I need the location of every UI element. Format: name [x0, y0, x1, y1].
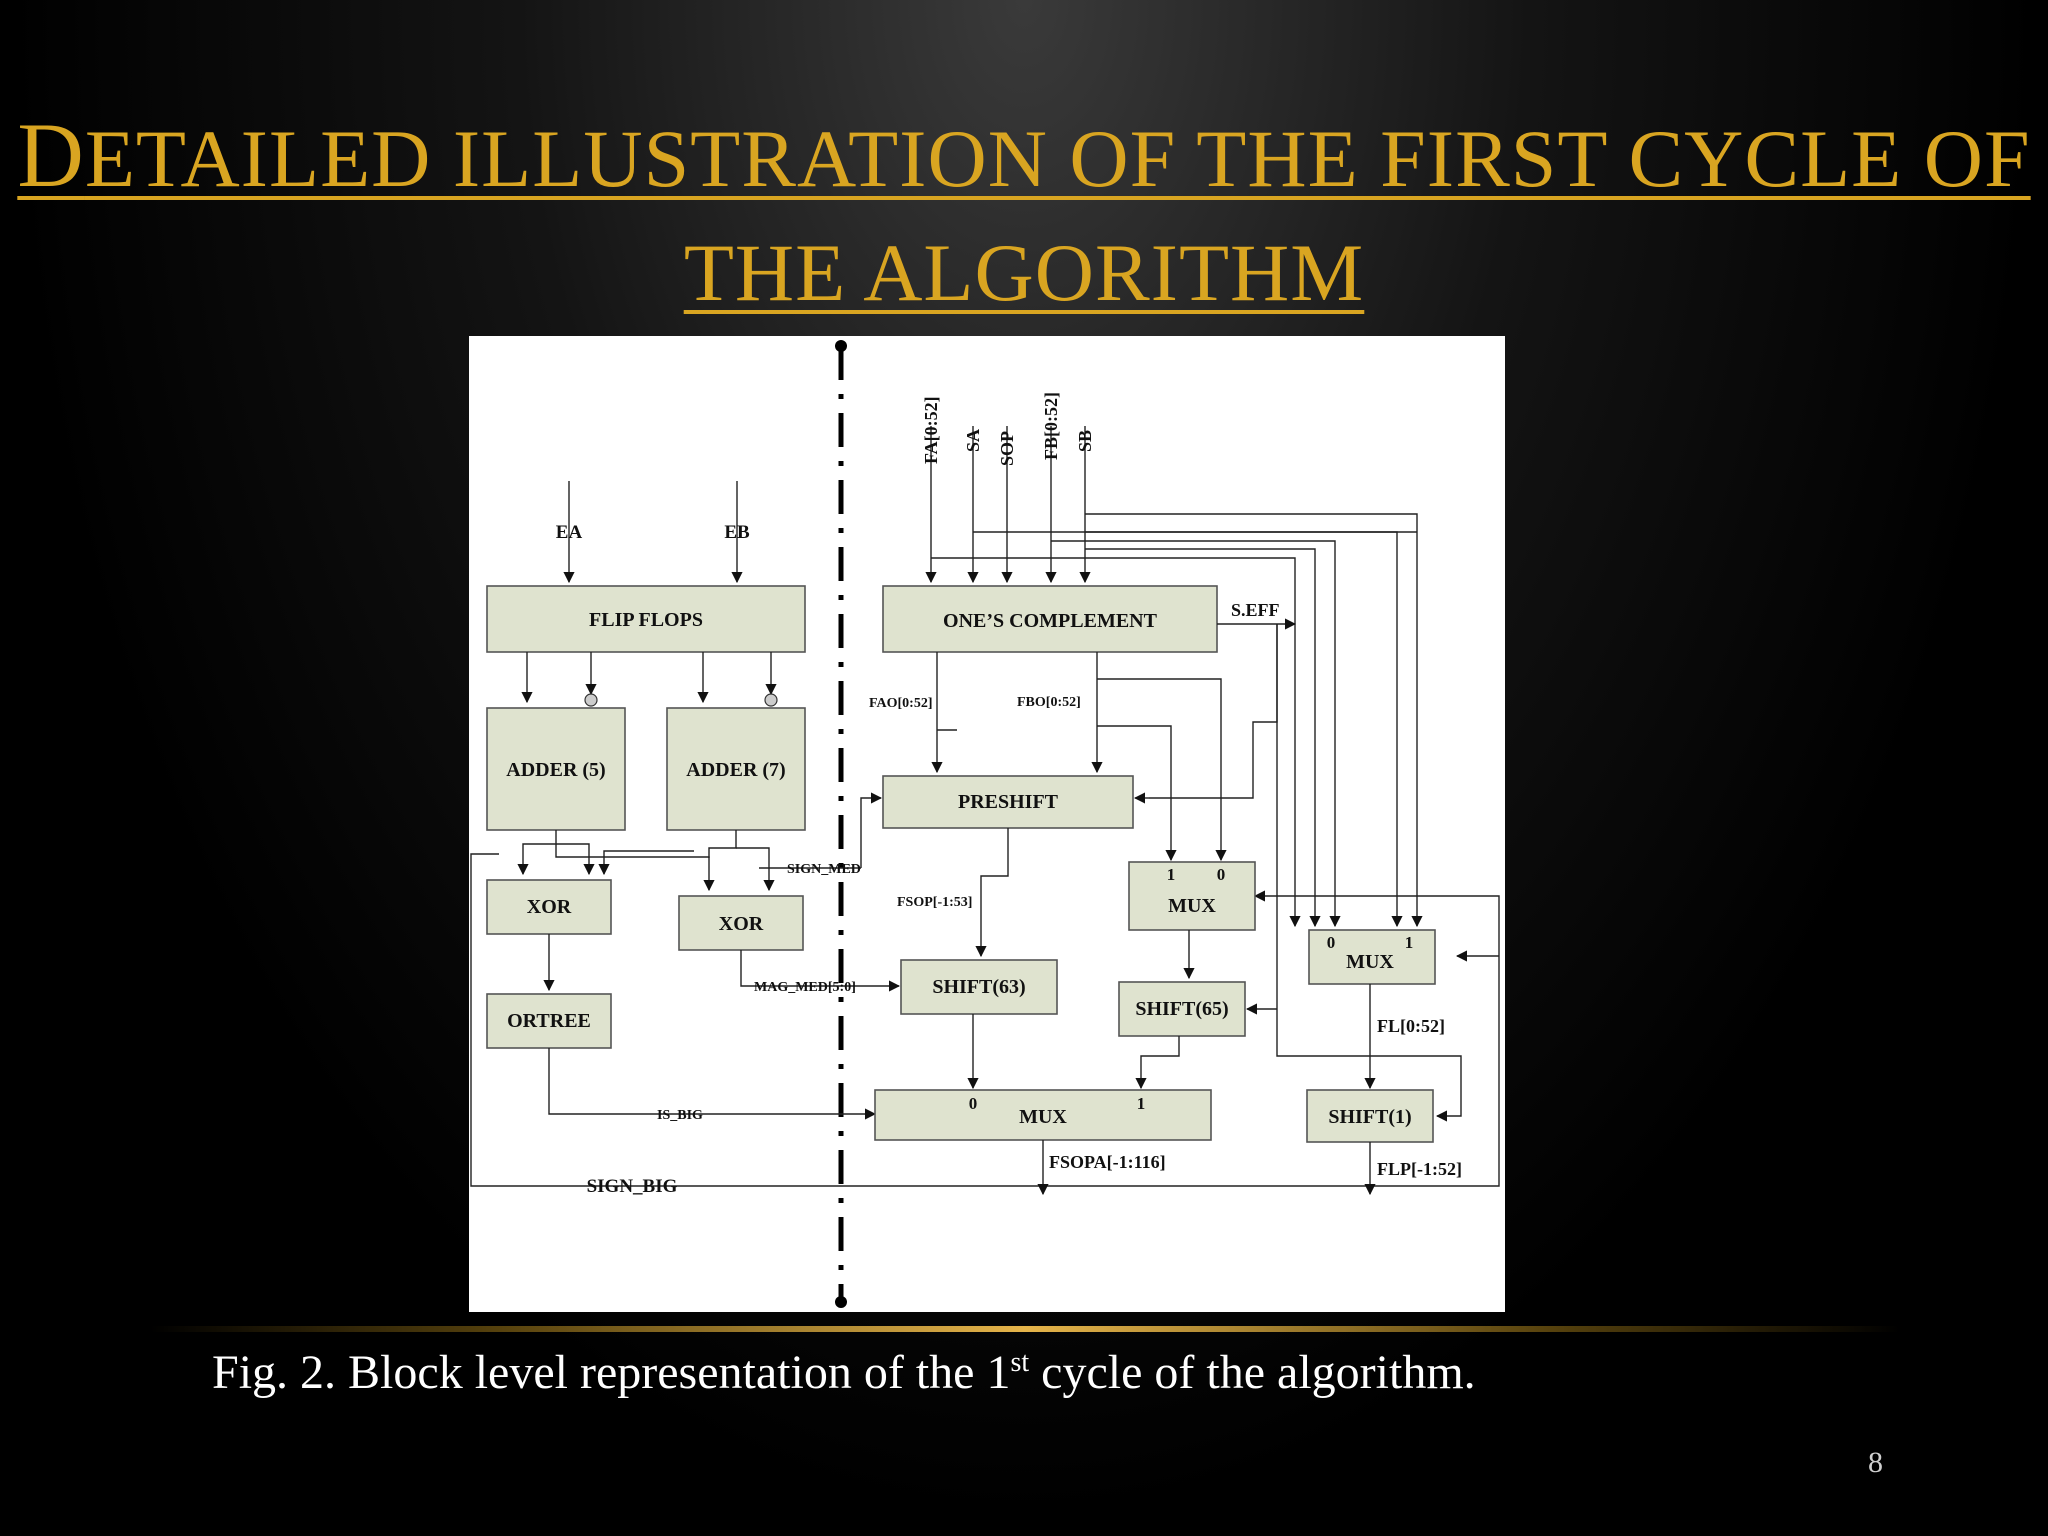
mux-bottom-input-1: 1: [1137, 1094, 1146, 1113]
figure-caption: Fig. 2. Block level representation of th…: [212, 1340, 1476, 1406]
mux-upper-block: [1128, 861, 1256, 931]
flip-flops-block: [486, 585, 806, 653]
divider-top-dot: [835, 340, 847, 352]
signal-fsopa: FSOPA[-1:116]: [1049, 1152, 1166, 1172]
mux-upper-input-1: 1: [1167, 865, 1176, 884]
preshift-label: PRESHIFT: [958, 791, 1059, 813]
signal-s-eff: S.EFF: [1231, 600, 1280, 620]
signal-sa: SA: [963, 429, 983, 452]
adder7-block: [666, 707, 806, 831]
shift63-block: [900, 959, 1058, 1015]
ones-complement-label: ONE’S COMPLEMENT: [943, 610, 1158, 632]
shift1-block: [1306, 1089, 1434, 1143]
title-rest: etailed Illustration of the first cycle …: [84, 113, 2031, 318]
caption-text-after: cycle of the algorithm.: [1029, 1346, 1476, 1399]
signal-fsop: FSOP[-1:53]: [897, 895, 972, 910]
shift1-label: SHIFT(1): [1328, 1106, 1411, 1128]
mux-right-input-0: 0: [1327, 933, 1336, 952]
mux-bottom-block: [874, 1089, 1212, 1141]
signal-fb: FB[0:52]: [1041, 392, 1061, 460]
mux-bottom-input-0: 0: [969, 1094, 978, 1113]
signal-mag-med: MAG_MED[5:0]: [754, 980, 856, 995]
signal-flp: FLP[-1:52]: [1377, 1159, 1462, 1179]
title-first-letter: D: [17, 104, 85, 206]
shift65-block: [1118, 981, 1246, 1037]
ortree-block: [486, 993, 612, 1049]
signal-eb: EB: [724, 522, 750, 543]
ones-complement-block: [882, 585, 1218, 653]
slide-title: Detailed Illustration of the first cycle…: [0, 100, 2048, 328]
caption-divider: [150, 1326, 1900, 1332]
signal-sign-med: SIGN_MED: [787, 862, 861, 877]
signal-fbo: FBO[0:52]: [1017, 695, 1081, 710]
caption-superscript: st: [1010, 1347, 1030, 1378]
shift63-label: SHIFT(63): [932, 976, 1025, 998]
caption-text-before: Fig. 2. Block level representation of th…: [212, 1346, 1011, 1399]
mux-right-label: MUX: [1346, 951, 1394, 973]
flip-flops-label: FLIP FLOPS: [589, 609, 703, 631]
mux-upper-input-0: 0: [1217, 865, 1226, 884]
signal-fl: FL[0:52]: [1377, 1016, 1445, 1036]
adder7-label: ADDER (7): [686, 759, 785, 781]
shift65-label: SHIFT(65): [1135, 998, 1228, 1020]
diagram-canvas: EA EB FLIP FLOPS ADDER (5) ADDER (7) SIG…: [470, 340, 1500, 1308]
ortree-label: ORTREE: [507, 1010, 591, 1032]
preshift-block: [882, 775, 1134, 829]
signal-sop: SOP: [997, 431, 1017, 466]
mux-right-input-1: 1: [1405, 933, 1414, 952]
adder5-block: [486, 707, 626, 831]
block-diagram: EA EB FLIP FLOPS ADDER (5) ADDER (7) SIG…: [469, 336, 1505, 1312]
signal-fao: FAO[0:52]: [869, 696, 933, 711]
signal-ea: EA: [556, 522, 583, 543]
signal-is-big: IS_BIG: [657, 1108, 703, 1123]
divider-bottom-dot: [835, 1296, 847, 1308]
mux-bottom-label: MUX: [1019, 1106, 1067, 1128]
adder5-label: ADDER (5): [506, 759, 605, 781]
signal-fa: FA[0:52]: [921, 396, 941, 464]
signal-sign-big: SIGN_BIG: [587, 1176, 678, 1197]
signal-sb: SB: [1075, 430, 1095, 452]
page-number: 8: [1868, 1446, 1883, 1479]
xor-left-label: XOR: [527, 896, 572, 918]
xor-right-block: [678, 895, 804, 951]
xor-right-label: XOR: [719, 913, 764, 935]
mux-upper-label: MUX: [1168, 895, 1216, 917]
mux-right-block: [1308, 929, 1436, 985]
